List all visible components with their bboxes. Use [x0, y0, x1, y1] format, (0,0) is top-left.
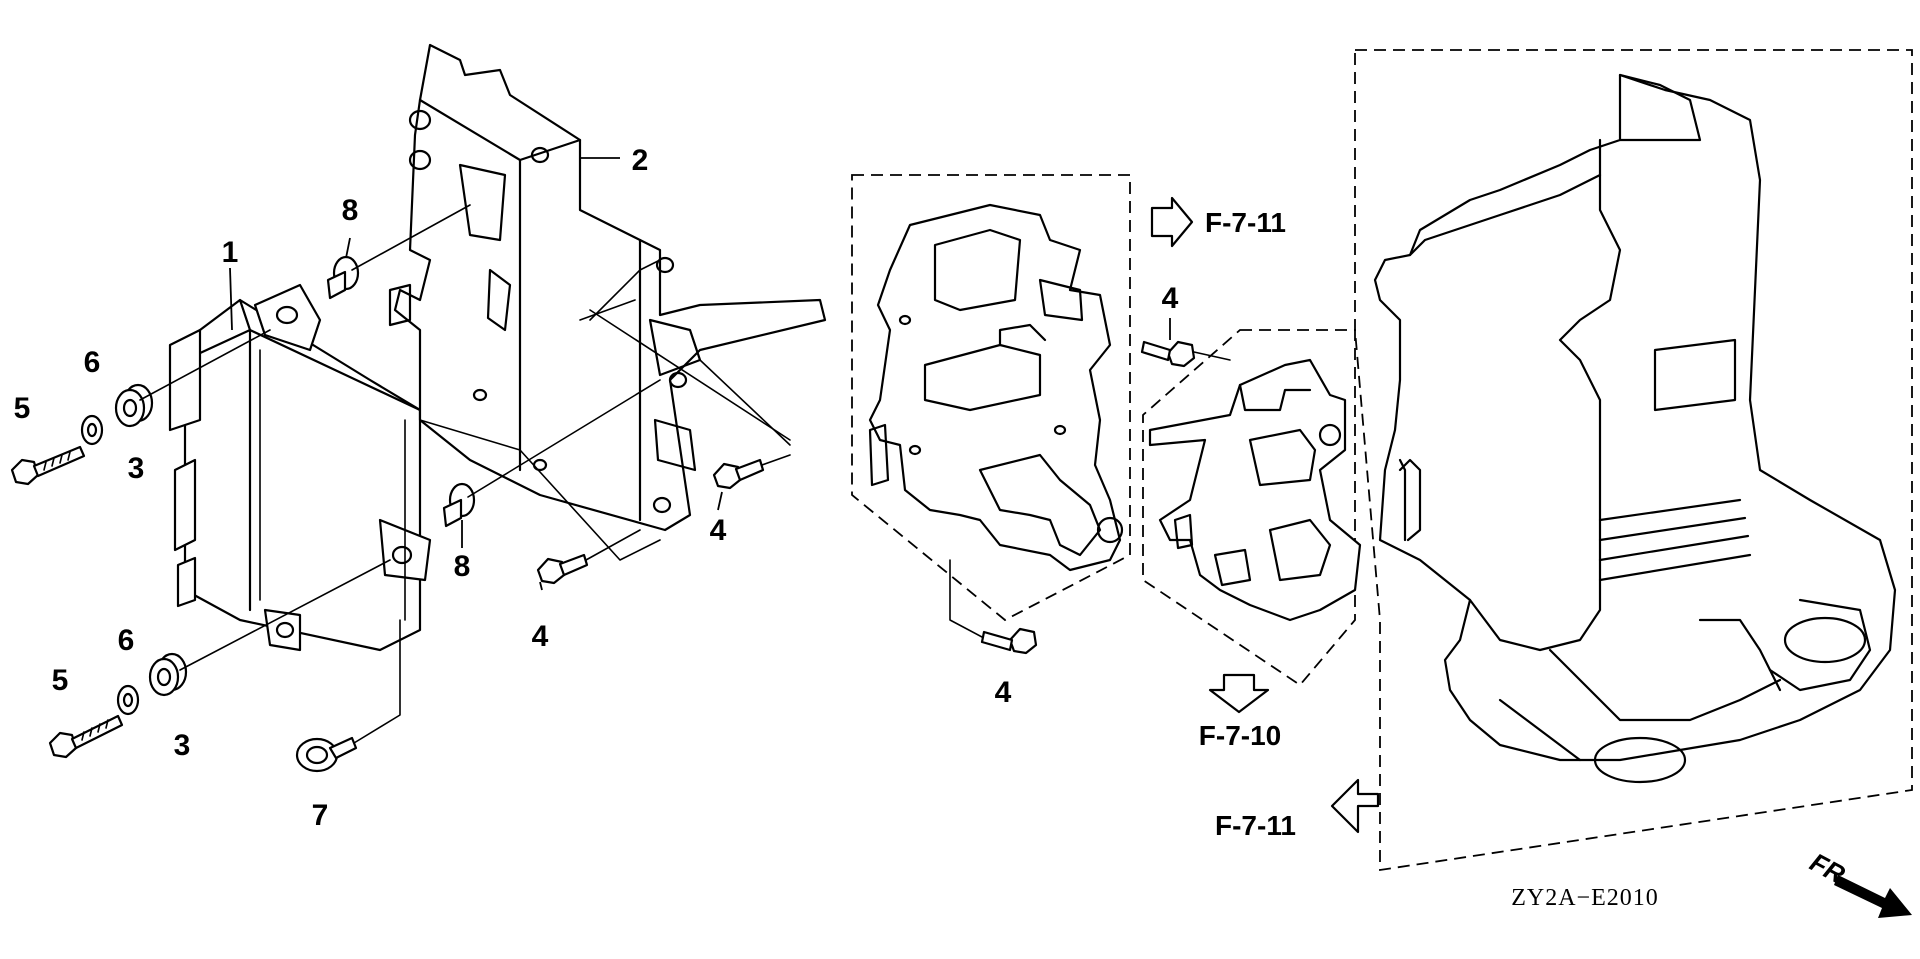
callout-8-upper: 8: [342, 194, 359, 227]
control-module-part: [168, 283, 432, 652]
leader-lines: [229, 157, 1171, 591]
ref-label-left: F-7-11: [1215, 810, 1296, 841]
callout-2: 2: [632, 144, 649, 177]
module-alignment-lines: [139, 329, 391, 671]
grommet-part-3-lower: [148, 652, 188, 697]
callout-5-upper: 5: [14, 392, 31, 425]
callout-3-lower: 3: [174, 729, 191, 762]
callout-8-lower: 8: [454, 550, 471, 583]
callout-4-bracket-bottom: 4: [532, 620, 549, 653]
bolt-part-4-bracket-right: [712, 454, 791, 490]
base-plate-assembly: [851, 174, 1131, 622]
callout-6-upper: 6: [84, 346, 101, 379]
washer-part-6-lower: [116, 684, 140, 716]
grommet-part-3-upper: [114, 383, 154, 428]
callout-7: 7: [312, 799, 329, 832]
ref-arrow-down: [1208, 673, 1270, 714]
ref-arrow-left: [1330, 778, 1380, 834]
collar-part-8-upper: [326, 204, 471, 300]
clamp-part-7: [295, 619, 401, 773]
bolt-part-4-base-bottom: [949, 559, 1038, 655]
callout-4-bracket-right: 4: [710, 514, 727, 547]
callout-5-lower: 5: [52, 664, 69, 697]
washer-part-6-upper: [80, 414, 104, 446]
callout-6-lower: 6: [118, 624, 135, 657]
bolt-part-5-upper: [10, 445, 86, 486]
callout-1: 1: [222, 236, 239, 269]
mounting-bracket-part: [388, 43, 827, 532]
assembly-lines: [419, 259, 791, 561]
callout-4-base-bottom: 4: [995, 676, 1012, 709]
cover-assembly: [1354, 49, 1913, 872]
bolt-part-5-lower: [48, 714, 124, 759]
collar-part-8-lower: [442, 379, 661, 528]
ref-label-bottom: F-7-10: [1199, 720, 1281, 751]
diagram-code: ZY2A−E2010: [1511, 885, 1659, 911]
ref-label-top: F-7-11: [1205, 207, 1286, 238]
terminal-bracket-assembly: [1142, 329, 1362, 687]
callout-3-upper: 3: [128, 452, 145, 485]
bolt-part-4-base-top: [1140, 340, 1231, 368]
callout-4-base-top: 4: [1162, 282, 1179, 315]
bolt-part-4-bracket-bottom: [536, 529, 641, 585]
front-direction-arrow: [1834, 875, 1912, 918]
ref-arrow-right: [1150, 196, 1194, 248]
